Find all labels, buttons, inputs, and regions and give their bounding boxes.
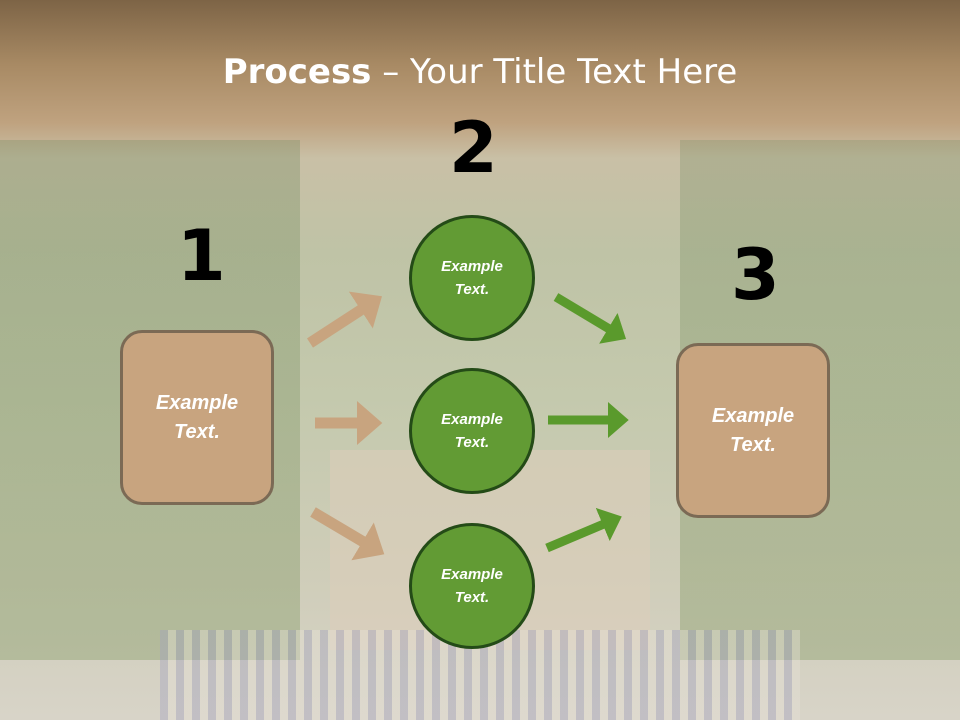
title-bold: Process <box>222 52 372 92</box>
arrow-2c-to-3 <box>545 507 622 553</box>
step-2-circle-1: Example Text. <box>409 215 535 341</box>
arrow-1-to-2c <box>310 507 385 561</box>
step-number-3: 3 <box>731 234 780 316</box>
step-2-text-1: Example Text. <box>441 258 503 298</box>
step-3-box: Example Text. <box>676 343 830 518</box>
step-3-text: Example Text. <box>711 404 795 456</box>
step-2-text-2: Example Text. <box>441 411 503 451</box>
step-2-circle-2: Example Text. <box>409 368 535 494</box>
arrow-1-to-2a <box>307 291 382 348</box>
step-number-1: 1 <box>177 215 226 297</box>
step-2-circle-3: Example Text. <box>409 523 535 649</box>
step-1-text: Example Text. <box>155 391 239 443</box>
step-number-2: 2 <box>449 107 498 189</box>
arrow-2a-to-3 <box>553 293 627 344</box>
slide-title: Process – Your Title Text Here <box>0 52 960 92</box>
title-rest: – Your Title Text Here <box>371 52 738 92</box>
step-2-text-3: Example Text. <box>441 566 503 606</box>
step-1-box: Example Text. <box>120 330 274 505</box>
